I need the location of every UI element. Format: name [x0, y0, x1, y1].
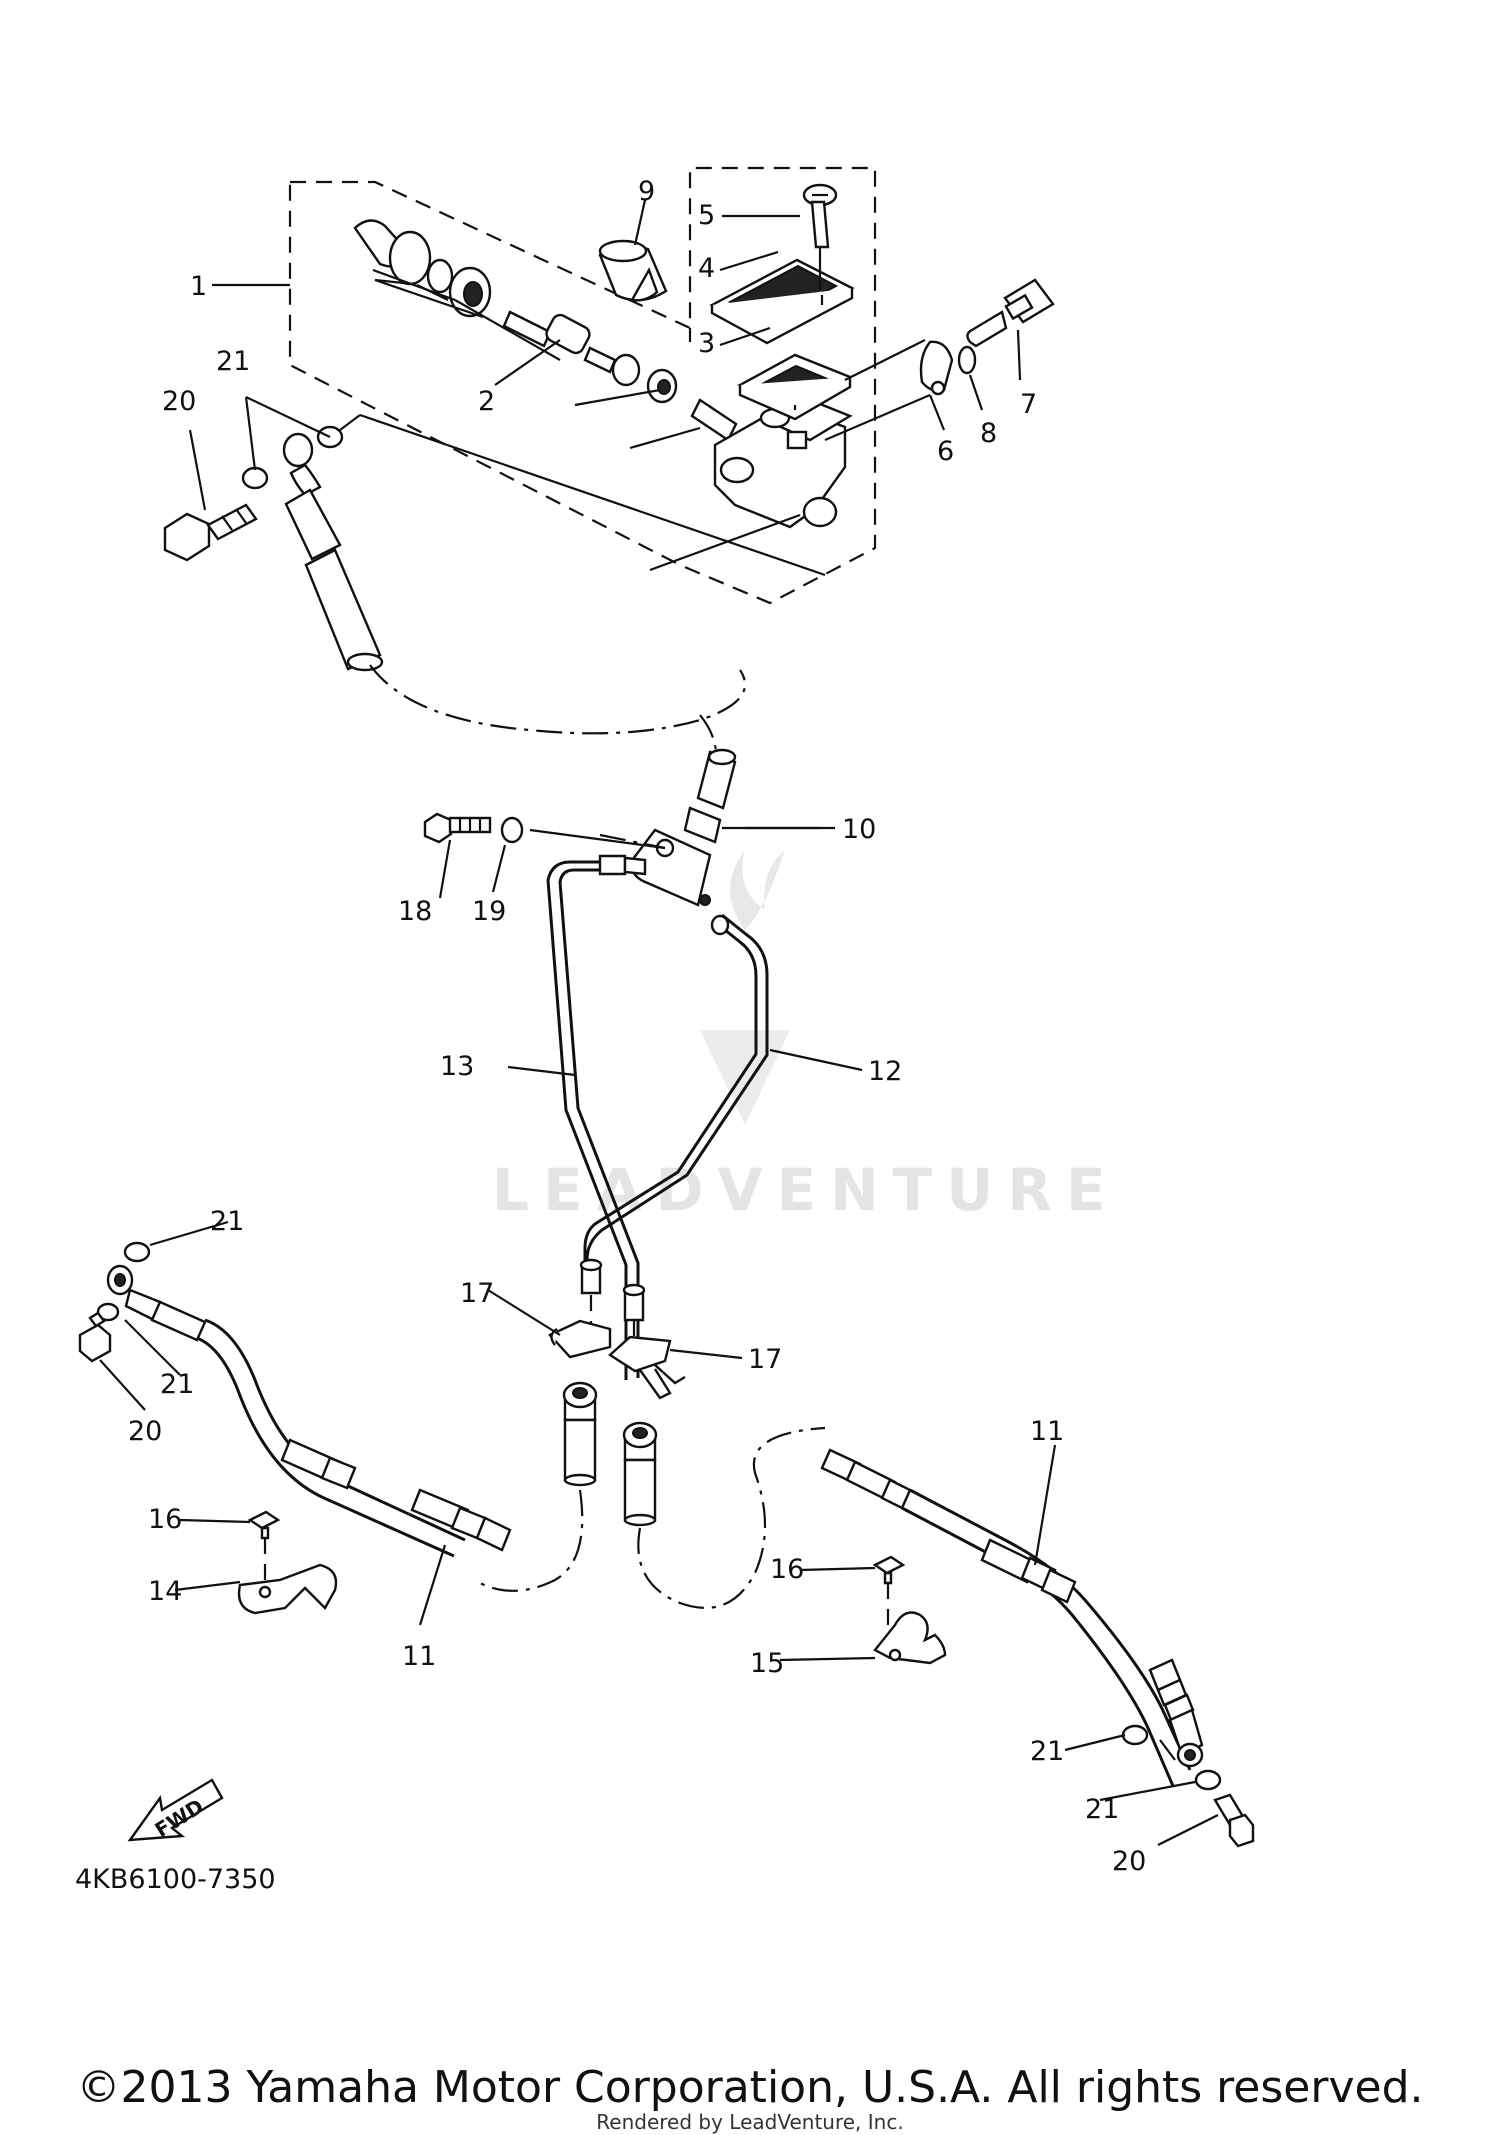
callout-21-right-2: 21: [1085, 1794, 1119, 1825]
assembly-boundary: [288, 166, 877, 605]
holder: [824, 339, 954, 442]
callout-13: 13: [440, 1051, 474, 1082]
piston-kit: [353, 219, 738, 442]
hose-route-upper: [369, 664, 746, 735]
joint-bolt: [423, 812, 492, 844]
watermark: LEADVENTURE: [492, 850, 1120, 1224]
callout-19: 19: [472, 896, 506, 927]
callout-17-right: 17: [748, 1344, 782, 1375]
copyright-notice: ©2013 Yamaha Motor Corporation, U.S.A. A…: [76, 2062, 1424, 2113]
callout-10: 10: [842, 814, 876, 845]
crush-washer-right-1: [1121, 1724, 1149, 1746]
crush-washer-upper-1: [241, 466, 269, 490]
three-way-joint: [630, 748, 835, 907]
boot: [598, 239, 668, 302]
callout-2: 2: [478, 386, 495, 417]
callout-3: 3: [698, 328, 715, 359]
rendered-by-notice: Rendered by LeadVenture, Inc.: [596, 2110, 904, 2134]
callout-17-left: 17: [460, 1278, 494, 1309]
callout-20-upper: 20: [162, 386, 196, 417]
holder-bolt: [966, 278, 1055, 348]
washer: [957, 345, 977, 375]
callout-11-right: 11: [1030, 1416, 1064, 1447]
brake-hose-upper: [282, 432, 384, 672]
callout-11-left: 11: [402, 1641, 436, 1672]
brake-hose-left: [106, 1264, 512, 1558]
brake-hose-right: [820, 1448, 1204, 1787]
callout-12: 12: [868, 1056, 902, 1087]
callout-6: 6: [937, 436, 954, 467]
callout-20-right: 20: [1112, 1846, 1146, 1877]
brake-pipe-right: [583, 913, 769, 1290]
crush-washer-left-1: [123, 1241, 151, 1263]
pipe-fittings: [579, 1258, 646, 1348]
callout-14: 14: [148, 1576, 182, 1607]
callout-16-left: 16: [148, 1504, 182, 1535]
hose-bracket-right: [873, 1611, 947, 1665]
callout-21-left-mid: 21: [160, 1369, 194, 1400]
union-bolt-left: [78, 1311, 112, 1363]
pipe-clamp-2: [608, 1335, 686, 1400]
leader-lines: [99, 199, 1219, 1846]
callout-20-left: 20: [128, 1416, 162, 1447]
crush-washer-right-2: [1194, 1769, 1222, 1791]
cover-screw: [802, 183, 838, 290]
reservoir-cover: [709, 258, 855, 345]
callout-8: 8: [980, 418, 997, 449]
callout-21-left-top: 21: [210, 1206, 244, 1237]
bracket-bolt-left: [247, 1510, 281, 1585]
fwd-arrow-icon: FWD: [127, 1778, 224, 1842]
callout-7: 7: [1020, 389, 1037, 420]
master-cylinder-body: [649, 396, 853, 572]
callout-labels: 1 2 3 4 5 6 7 8 9 10 11 11 12 13 14 15 1…: [75, 176, 1146, 1895]
brake-pipe-left: [546, 854, 647, 1380]
union-bolt-right: [1213, 1793, 1255, 1848]
callout-18: 18: [398, 896, 432, 927]
callout-15: 15: [750, 1648, 784, 1679]
pipe-clamp-1: [548, 1319, 612, 1359]
joint-washer: [500, 816, 524, 844]
callout-9: 9: [638, 176, 655, 207]
callout-21-right-1: 21: [1030, 1736, 1064, 1767]
callout-1: 1: [190, 271, 207, 302]
part-code: 4KB6100-7350: [75, 1864, 276, 1895]
callout-4: 4: [698, 253, 715, 284]
bracket-bolt-right: [872, 1555, 906, 1630]
callout-5: 5: [698, 200, 715, 231]
watermark-text: LEADVENTURE: [492, 1156, 1120, 1224]
union-bolt-upper: [163, 503, 258, 562]
callout-21-upper: 21: [216, 346, 250, 377]
callout-16-right: 16: [770, 1554, 804, 1585]
hose-bracket-left: [237, 1563, 338, 1615]
hose-ends-center: [562, 1381, 658, 1527]
